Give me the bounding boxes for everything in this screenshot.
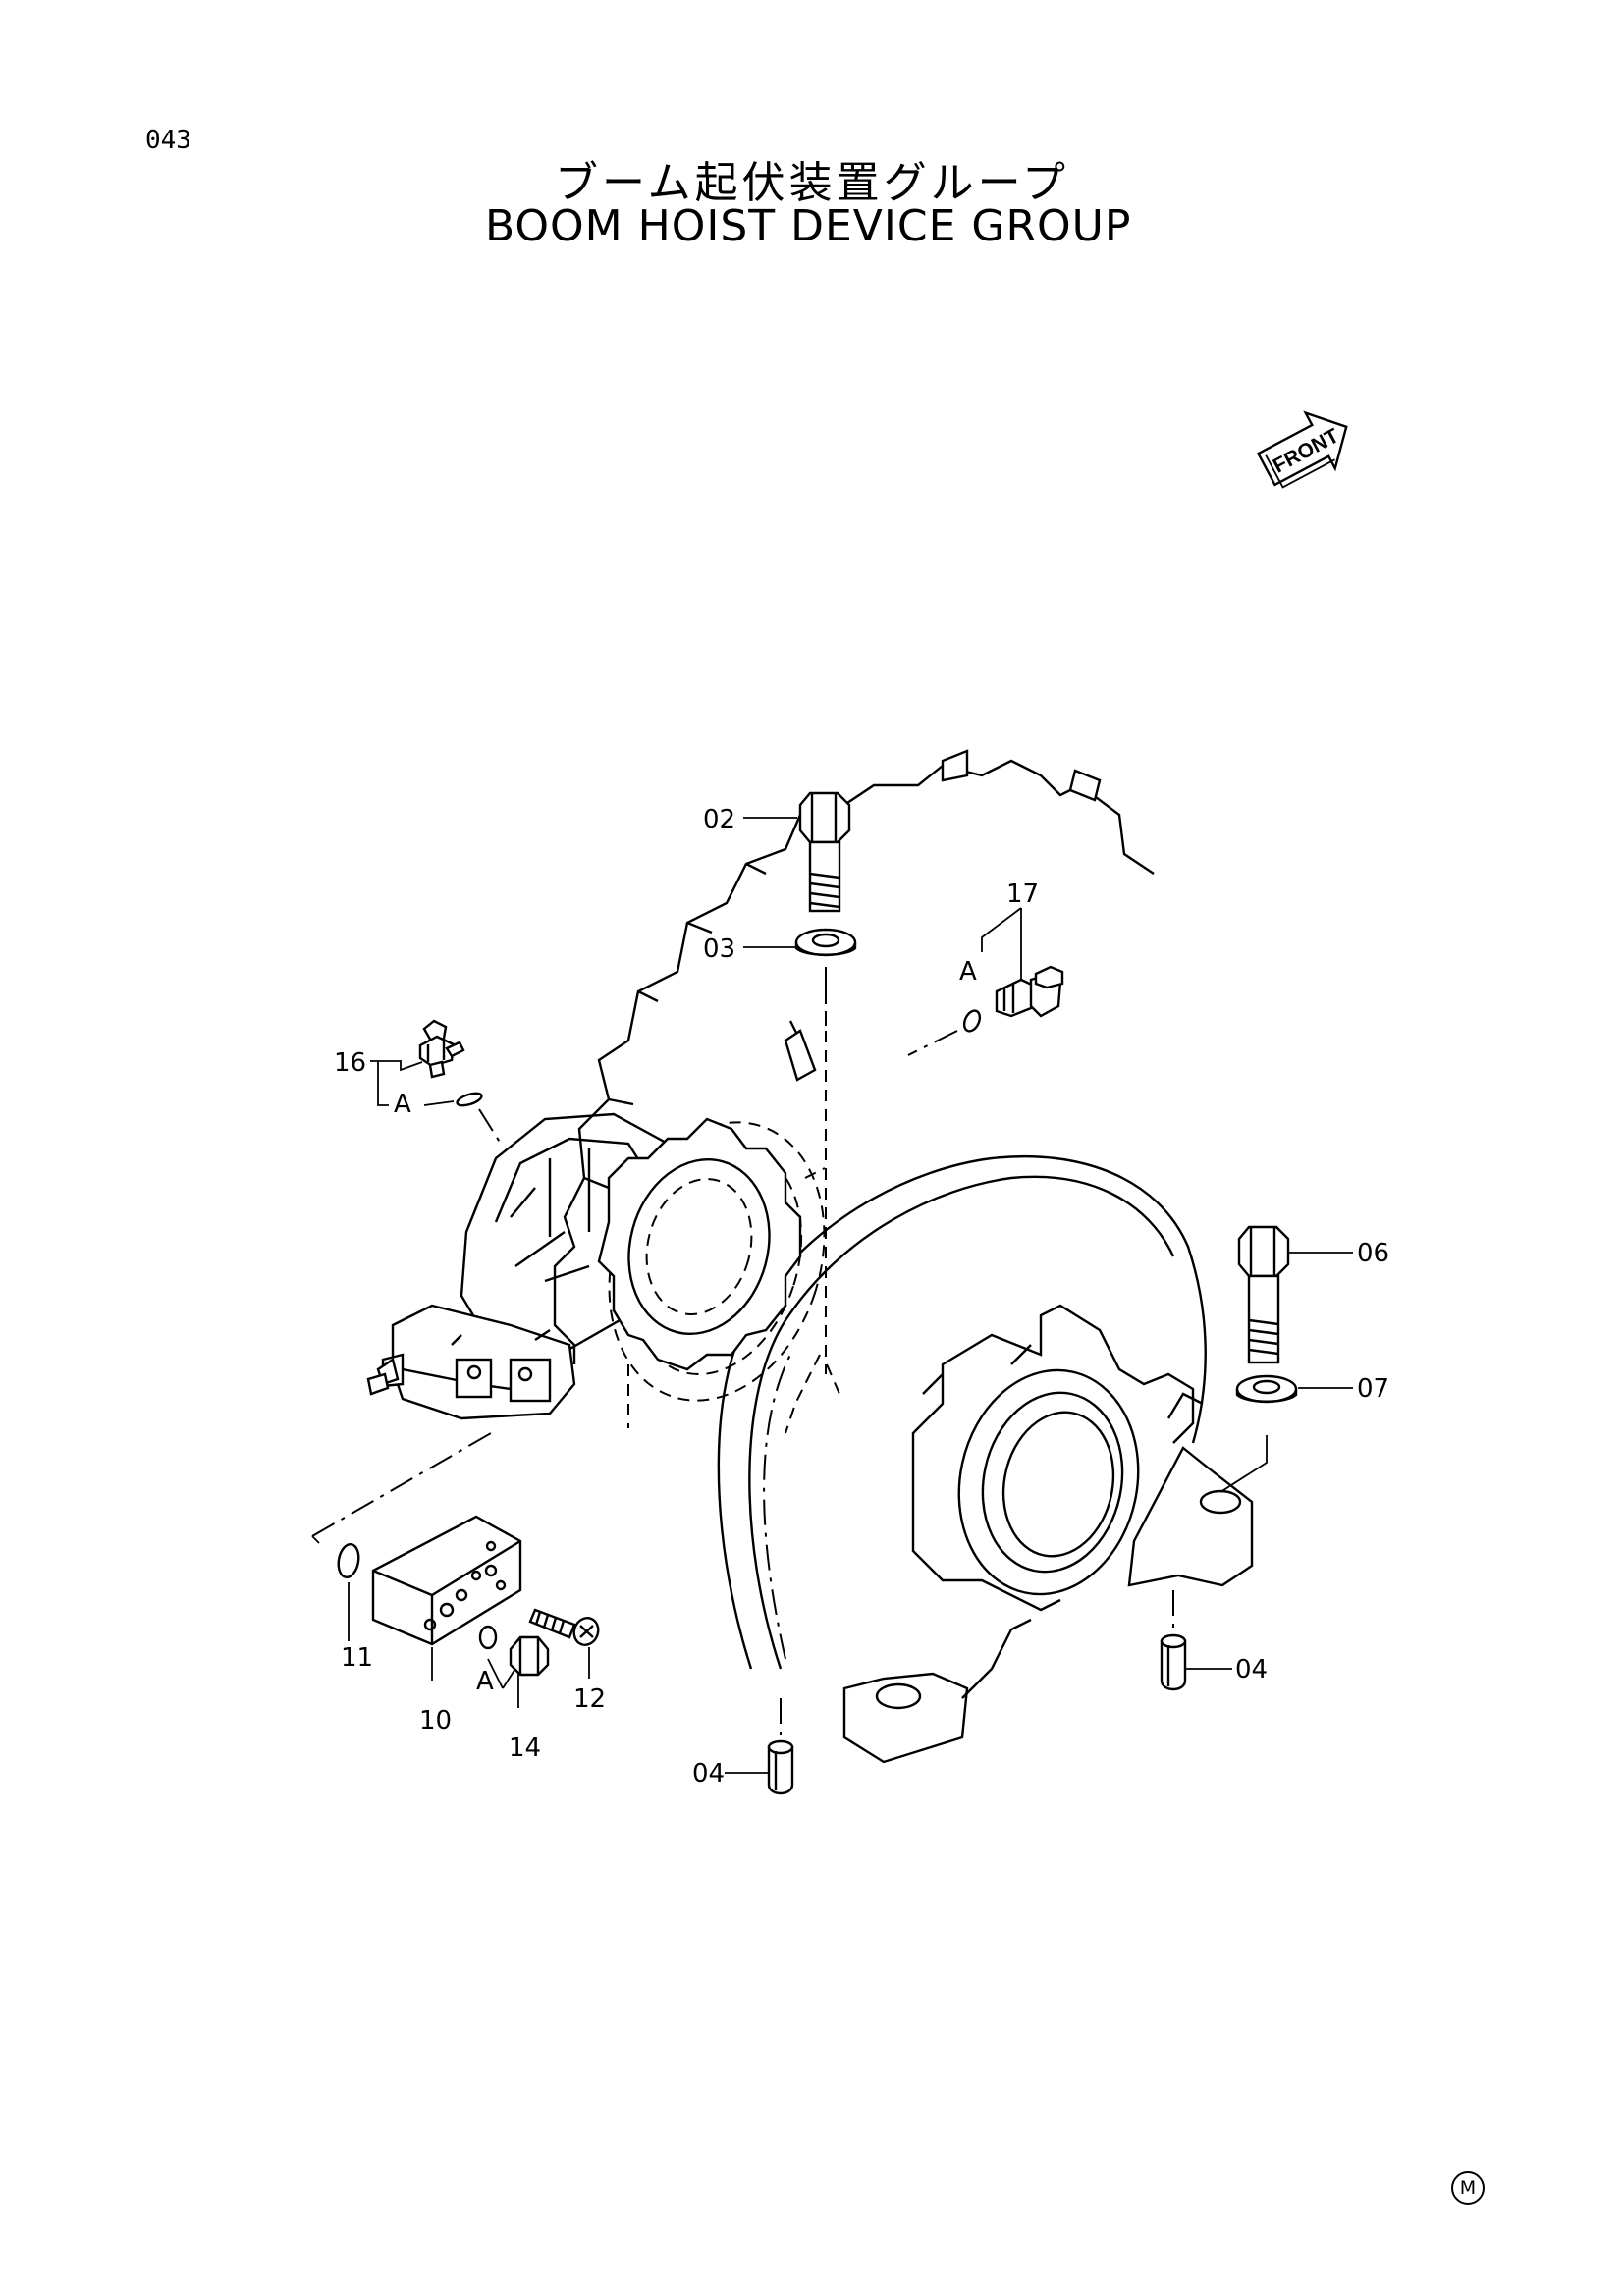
callout-04-right: 04: [1235, 1655, 1269, 1684]
elbow-fitting-icon: [995, 965, 1064, 1018]
straight-fitting-icon: [418, 1019, 465, 1079]
hex-plug-icon: [509, 1635, 550, 1677]
callout-16-a: A: [394, 1090, 411, 1119]
callout-16: 16: [334, 1048, 367, 1078]
callout-07: 07: [1357, 1374, 1390, 1404]
callout-10: 10: [419, 1706, 453, 1735]
boom-hoist-housing: [553, 749, 1254, 1764]
hex-bolt-icon: [1237, 1225, 1290, 1364]
callout-04-bottom: 04: [692, 1759, 726, 1789]
callout-12: 12: [573, 1684, 607, 1714]
m-circle-icon: M: [1451, 2171, 1485, 2205]
o-ring-icon: [478, 1625, 498, 1650]
title-english: BOOM HOIST DEVICE GROUP: [485, 201, 1132, 251]
callout-14: 14: [509, 1734, 542, 1763]
o-ring-icon: [962, 1009, 982, 1033]
page-number: 043: [145, 126, 191, 155]
title-japanese: ブーム起伏装置グループ: [555, 158, 1070, 208]
front-label: FRONT: [1270, 424, 1343, 477]
hoist-motor: [366, 1112, 802, 1420]
valve-block-icon: [371, 1515, 522, 1646]
callout-14-a: A: [476, 1667, 494, 1696]
washer-icon: [1235, 1374, 1298, 1404]
washer-icon: [794, 928, 857, 957]
callout-17-a: A: [959, 957, 977, 987]
screw-icon: [528, 1608, 600, 1646]
callout-03: 03: [703, 934, 736, 964]
plug-icon: [767, 1739, 794, 1795]
callout-17: 17: [1006, 880, 1040, 909]
o-ring-icon: [456, 1092, 483, 1107]
callout-11: 11: [341, 1643, 374, 1673]
callout-02: 02: [703, 805, 736, 834]
plug-icon: [1160, 1633, 1187, 1691]
callout-06: 06: [1357, 1239, 1390, 1268]
front-arrow-icon: FRONT: [1256, 410, 1348, 489]
o-ring-icon: [337, 1542, 360, 1579]
hex-bolt-icon: [798, 791, 851, 913]
